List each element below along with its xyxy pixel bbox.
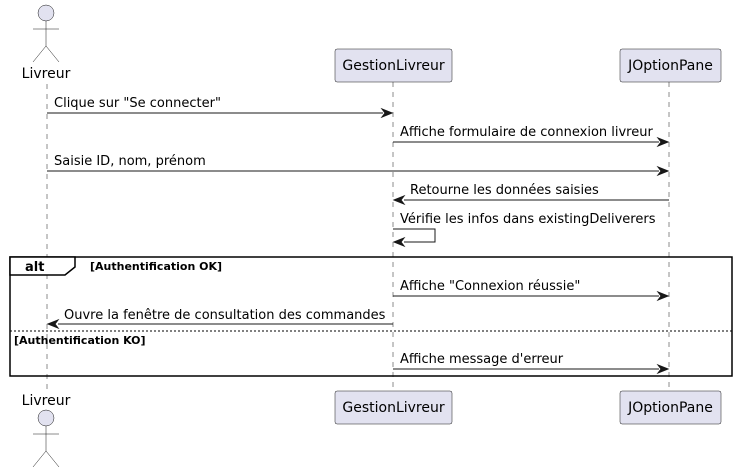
alt-keyword: alt: [25, 260, 44, 275]
actor-head-icon: [37, 4, 55, 22]
message-clique-se-connecter: Clique sur "Se connecter": [47, 96, 394, 119]
actor-livreur-top: Livreur: [22, 4, 71, 82]
actor-label-livreur-bottom: Livreur: [22, 393, 71, 409]
svg-text:Retourne les données saisies: Retourne les données saisies: [410, 183, 599, 198]
message-affiche-formulaire: Affiche formulaire de connexion livreur: [393, 125, 670, 148]
svg-text:Affiche "Connexion réussie": Affiche "Connexion réussie": [400, 279, 580, 294]
svg-text:Ouvre la fenêtre de consultati: Ouvre la fenêtre de consultation des com…: [64, 308, 386, 323]
svg-text:Saisie ID, nom, prénom: Saisie ID, nom, prénom: [54, 154, 206, 169]
message-saisie-id: Saisie ID, nom, prénom: [47, 154, 670, 177]
alt-fragment: alt [Authentification OK] [Authentificat…: [9, 256, 733, 377]
svg-text:Affiche message d'erreur: Affiche message d'erreur: [400, 352, 564, 367]
alt-frame: [9, 256, 733, 377]
svg-text:Clique sur "Se connecter": Clique sur "Se connecter": [54, 96, 221, 111]
actor-head-icon: [37, 409, 55, 427]
participant-label-joptionpane-bottom: JOptionPane: [627, 400, 713, 416]
participant-joptionpane-bottom: JOptionPane: [619, 390, 722, 425]
alt-guard-ok: [Authentification OK]: [90, 260, 222, 273]
actor-livreur-bottom: Livreur: [22, 393, 71, 468]
participant-label-gestionlivreur-top: GestionLivreur: [342, 58, 444, 74]
message-connexion-reussie: Affiche "Connexion réussie": [393, 279, 670, 302]
svg-text:Vérifie les infos dans existin: Vérifie les infos dans existingDeliverer…: [400, 212, 656, 227]
participant-gestionlivreur-bottom: GestionLivreur: [334, 390, 453, 425]
alt-guard-ko: [Authentification KO]: [14, 334, 146, 347]
svg-text:Affiche formulaire de connexio: Affiche formulaire de connexion livreur: [400, 125, 653, 140]
message-affiche-erreur: Affiche message d'erreur: [393, 352, 670, 375]
message-retourne-donnees: Retourne les données saisies: [392, 183, 669, 206]
participant-joptionpane-top: JOptionPane: [619, 48, 722, 83]
participant-label-gestionlivreur-bottom: GestionLivreur: [342, 400, 444, 416]
actor-label-livreur-top: Livreur: [22, 66, 71, 82]
message-verifie-infos: Vérifie les infos dans existingDeliverer…: [392, 212, 656, 248]
participant-label-joptionpane-top: JOptionPane: [627, 58, 713, 74]
message-ouvre-fenetre: Ouvre la fenêtre de consultation des com…: [46, 308, 393, 330]
participant-gestionlivreur-top: GestionLivreur: [334, 48, 453, 83]
